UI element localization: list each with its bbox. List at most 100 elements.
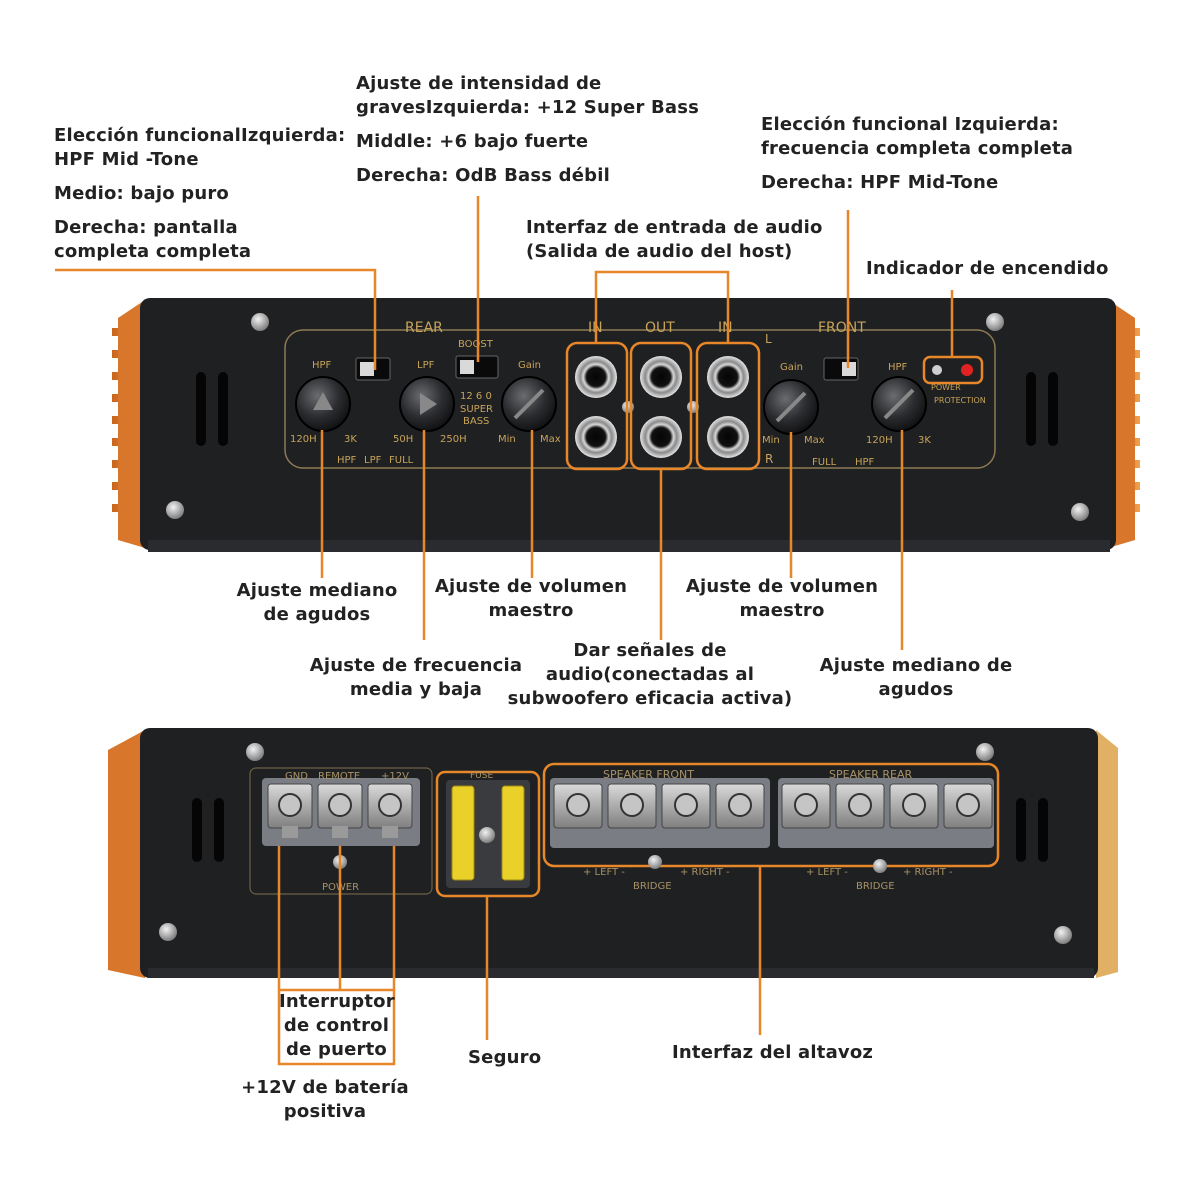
- bottom-chassis: [140, 728, 1098, 978]
- bass-boost-line-1: Ajuste de intensidad de: [356, 73, 602, 94]
- annotation-front-gain: Ajuste de volumen maestro: [676, 575, 888, 623]
- top-right-vents: [1026, 372, 1058, 446]
- bass-boost-switch[interactable]: [455, 355, 499, 379]
- front-gain-knob[interactable]: [763, 379, 819, 435]
- rear-gain-line-1: Ajuste de volumen: [434, 576, 628, 597]
- rear-mode-line-2: HPF Mid -Tone: [54, 149, 199, 170]
- rear-mode-line-1: Elección funcionalIzquierda:: [54, 125, 346, 146]
- fuse-left[interactable]: [451, 785, 475, 881]
- top-left-heatsink-fins: [112, 300, 146, 548]
- callout-lines: [55, 196, 954, 1066]
- front-mode-switch[interactable]: [823, 357, 859, 381]
- annotation-speaker: Interfaz del altavoz: [672, 1041, 873, 1065]
- label-front-gain-min: Min: [762, 435, 780, 446]
- label-front-gain-max: Max: [804, 435, 825, 446]
- label-rear-gain-max: Max: [540, 434, 561, 445]
- fuse-right[interactable]: [501, 785, 525, 881]
- screw: [166, 501, 184, 519]
- battery-line-2: positiva: [283, 1101, 367, 1122]
- rear-hpf-knob[interactable]: [295, 376, 351, 432]
- front-gain-line-1: Ajuste de volumen: [685, 576, 879, 597]
- screw: [159, 923, 177, 941]
- annotation-fuse: Seguro: [468, 1046, 541, 1070]
- screw: [1071, 503, 1089, 521]
- audio-input-line-1: Interfaz de entrada de audio: [526, 217, 823, 238]
- rca-in-left-top[interactable]: [575, 356, 617, 398]
- front-hpf-knob[interactable]: [871, 376, 927, 432]
- label-plus-12v: +12V: [381, 771, 409, 782]
- rca-in-right-top[interactable]: [707, 356, 749, 398]
- bottom-amplifier: GND REMOTE +12V POWER FUSE SPEAKER FRONT…: [108, 728, 1118, 978]
- annotation-rear-mode: Elección funcionalIzquierda: HPF Mid -To…: [54, 124, 345, 264]
- bass-boost-middle: Middle: +6 bajo fuerte: [356, 131, 589, 152]
- label-rear-hpf-max: 3K: [344, 434, 357, 445]
- label-rear-bridge: BRIDGE: [856, 881, 895, 892]
- rca-out-bottom[interactable]: [640, 416, 682, 458]
- label-front: FRONT: [818, 320, 866, 336]
- screw: [1054, 926, 1072, 944]
- label-front-mode-full: FULL: [812, 457, 837, 468]
- label-rear-right: + RIGHT -: [903, 867, 953, 878]
- plus-12v-terminal[interactable]: [367, 783, 413, 838]
- rca-out-top[interactable]: [640, 356, 682, 398]
- screw: [986, 313, 1004, 331]
- label-front-bridge: BRIDGE: [633, 881, 672, 892]
- label-front-hpf: HPF: [888, 362, 908, 373]
- label-channel-r: R: [765, 452, 773, 466]
- front-hpf-line-2: agudos: [878, 679, 954, 700]
- lpf-knob[interactable]: [399, 376, 455, 432]
- front-mode-line-2: frecuencia completa completa: [761, 138, 1074, 159]
- label-front-gain: Gain: [780, 362, 803, 373]
- protection-led: [961, 364, 973, 376]
- label-rear: REAR: [405, 320, 443, 336]
- rear-gain-knob[interactable]: [501, 376, 557, 432]
- remote-terminal[interactable]: [317, 783, 363, 838]
- label-speaker-rear: SPEAKER REAR: [829, 768, 913, 781]
- label-in-right: IN: [718, 320, 733, 336]
- audio-out-line-3: subwoofero eficacia activa): [507, 688, 793, 709]
- speaker-terminal-block: [542, 762, 1000, 873]
- bottom-right-vents: [1016, 798, 1048, 862]
- gnd-terminal[interactable]: [267, 783, 313, 838]
- bass-boost-right: Derecha: OdB Bass débil: [356, 165, 610, 186]
- bottom-right-heatsink-fins: [1096, 730, 1118, 978]
- rear-mode-right-1: Derecha: pantalla: [54, 217, 238, 238]
- remote-line-1: Interruptor: [279, 991, 395, 1012]
- label-protection: PROTECTION: [934, 396, 986, 405]
- rear-hpf-line-2: de agudos: [263, 604, 371, 625]
- top-amplifier: REAR IN OUT IN FRONT BOOST 12 6 0 SUPER …: [112, 298, 1140, 552]
- label-bass: BASS: [463, 416, 489, 427]
- label-lpf-min: 50H: [393, 434, 413, 445]
- label-remote: REMOTE: [318, 771, 360, 782]
- label-out: OUT: [645, 320, 675, 336]
- label-mode-hpf: HPF: [337, 455, 357, 466]
- label-front-right: + RIGHT -: [680, 867, 730, 878]
- label-super: SUPER: [460, 404, 493, 415]
- power-terminal-block: [262, 778, 420, 846]
- label-lpf: LPF: [417, 360, 435, 371]
- audio-input-line-2: (Salida de audio del host): [526, 241, 793, 262]
- label-front-hpf-min: 120H: [866, 435, 893, 446]
- fuse-holder[interactable]: [435, 770, 541, 898]
- top-left-vents: [196, 372, 228, 446]
- annotation-audio-out: Dar señales de audio(conectadas al subwo…: [500, 639, 800, 711]
- label-channel-l: L: [765, 332, 772, 346]
- label-speaker-front: SPEAKER FRONT: [603, 768, 694, 781]
- label-front-mode-hpf: HPF: [855, 457, 875, 468]
- rear-mode-switch[interactable]: [355, 357, 391, 381]
- annotation-lpf: Ajuste de frecuencia media y baja: [298, 654, 534, 702]
- annotation-front-hpf: Ajuste mediano de agudos: [808, 654, 1024, 702]
- remote-line-3: de puerto: [286, 1039, 387, 1060]
- bottom-left-vents: [192, 798, 224, 862]
- front-gain-line-2: maestro: [739, 600, 825, 621]
- rca-in-left-bottom[interactable]: [575, 416, 617, 458]
- label-mode-lpf: LPF: [364, 455, 382, 466]
- label-fuse: FUSE: [470, 771, 493, 781]
- annotation-remote: Interruptor de control de puerto: [279, 990, 395, 1062]
- rear-hpf-line-1: Ajuste mediano: [236, 580, 398, 601]
- label-gnd: GND: [285, 771, 308, 782]
- power-led: [932, 365, 942, 375]
- label-front-hpf-max: 3K: [918, 435, 931, 446]
- bottom-left-heatsink-fins: [108, 730, 145, 978]
- rca-in-right-bottom[interactable]: [707, 416, 749, 458]
